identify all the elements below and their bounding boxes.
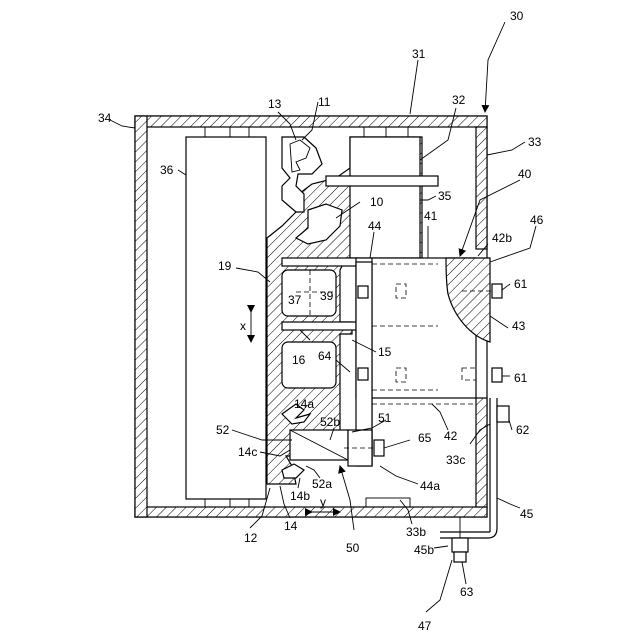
bolt-61-lower <box>492 368 502 382</box>
label-64: 64 <box>318 349 332 363</box>
label-x: x <box>240 319 246 333</box>
label-37: 37 <box>288 293 302 307</box>
label-52a: 52a <box>312 477 332 491</box>
bottom-wall <box>135 507 487 517</box>
left-wall <box>135 116 147 517</box>
label-39: 39 <box>320 289 334 303</box>
label-14a: 14a <box>294 397 314 411</box>
label-61-lower: 61 <box>514 371 528 385</box>
knob-63 <box>454 552 466 562</box>
top-wall <box>135 116 487 127</box>
label-41: 41 <box>424 209 438 223</box>
label-14: 14 <box>284 519 298 533</box>
bolt-61-upper <box>492 284 502 298</box>
label-44a: 44a <box>420 479 440 493</box>
cylinder-body <box>350 137 420 258</box>
label-45b: 45b <box>414 543 434 557</box>
label-19: 19 <box>218 259 232 273</box>
label-14b: 14b <box>290 489 310 503</box>
nut-65 <box>374 440 384 456</box>
label-12: 12 <box>244 531 258 545</box>
label-32: 32 <box>452 93 466 107</box>
right-wall-lower <box>476 398 487 507</box>
label-52b: 52b <box>320 415 340 429</box>
roller-bottom-bearing <box>205 499 249 507</box>
label-62: 62 <box>516 423 530 437</box>
flange-35 <box>326 176 438 186</box>
label-33: 33 <box>528 135 542 149</box>
label-30: 30 <box>510 9 524 23</box>
screw-62 <box>497 406 509 422</box>
roller-top-bearing <box>205 127 249 137</box>
label-33b: 33b <box>406 525 426 539</box>
label-13: 13 <box>268 97 282 111</box>
label-63: 63 <box>460 585 474 599</box>
label-47: 47 <box>418 619 432 633</box>
label-61-upper: 61 <box>514 277 528 291</box>
label-15: 15 <box>378 345 392 359</box>
label-42b: 42b <box>492 231 512 245</box>
label-50: 50 <box>346 541 360 555</box>
label-14c: 14c <box>238 445 257 459</box>
label-40: 40 <box>518 167 532 181</box>
label-10: 10 <box>370 195 384 209</box>
label-31: 31 <box>412 47 426 61</box>
label-16: 16 <box>292 353 306 367</box>
label-45: 45 <box>520 507 534 521</box>
label-y: y <box>320 495 326 509</box>
rail-top <box>282 258 358 266</box>
nut-45b <box>452 538 468 552</box>
rail-mid <box>282 322 358 330</box>
label-43: 43 <box>512 319 526 333</box>
label-11: 11 <box>318 95 331 109</box>
label-52: 52 <box>216 423 230 437</box>
right-wall-upper <box>476 127 487 249</box>
label-36: 36 <box>160 163 174 177</box>
label-33c: 33c <box>446 453 465 467</box>
label-34: 34 <box>98 111 112 125</box>
label-46: 46 <box>530 213 544 227</box>
bracket-45 <box>440 398 509 562</box>
label-65: 65 <box>418 431 432 445</box>
label-35: 35 <box>438 189 452 203</box>
label-42: 42 <box>444 429 458 443</box>
lower-bearing <box>366 498 410 507</box>
label-44: 44 <box>368 219 382 233</box>
label-51: 51 <box>378 411 392 425</box>
